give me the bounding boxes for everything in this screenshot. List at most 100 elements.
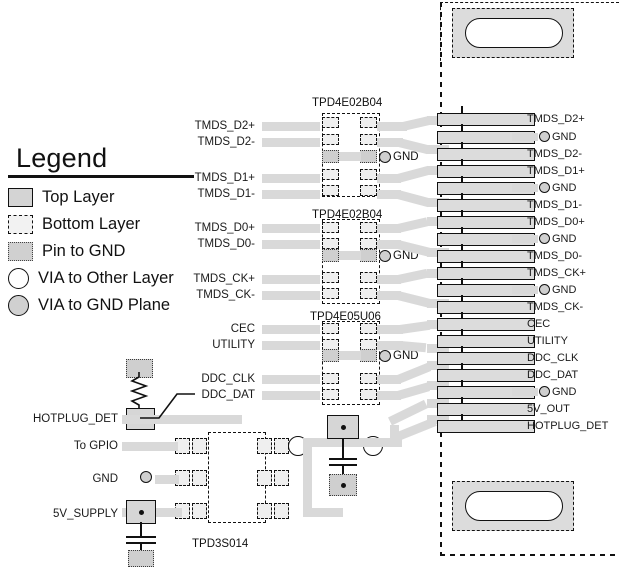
trace-out-d0p-b	[396, 217, 429, 233]
signal-label-to-gpio: To GPIO	[73, 440, 118, 452]
connector-label-13: CEC	[527, 318, 551, 330]
legend-item-via-gnd-plane: VIA to GND Plane	[8, 293, 213, 318]
connector-tick-6	[461, 193, 463, 200]
via-gnd-plane-icon	[8, 295, 29, 316]
cap-gnd-pad-left	[128, 550, 154, 567]
connector-pad-10	[437, 267, 535, 280]
trace-utility-in	[262, 341, 320, 350]
signal-label-tmds-ckp: TMDS_CK+	[193, 273, 255, 285]
tpd3s014-pad-l3b	[192, 503, 207, 519]
trace-ddc-dat-in	[262, 391, 320, 400]
trace-out-d1p-b	[396, 165, 431, 183]
trace-tmds-ckn-in	[262, 291, 320, 300]
ic3-gnd-bridge	[339, 351, 361, 360]
trace-out-d0n-a	[377, 240, 401, 249]
5v-out-pad	[327, 415, 359, 439]
cap-wire-top-left	[140, 522, 142, 536]
connector-tick-8	[461, 227, 463, 234]
legend-item-via-other-layer: VIA to Other Layer	[8, 266, 213, 291]
signal-label-cec: CEC	[230, 323, 255, 335]
ic1-pad-r2	[360, 134, 377, 145]
connector-tick-12	[461, 295, 463, 302]
trace-5v-out-riser	[390, 425, 399, 445]
signal-label-ddc-dat: DDC_DAT	[201, 389, 255, 401]
legend-title: Legend	[16, 143, 108, 173]
connector-pad-9	[437, 250, 535, 263]
ic-label-tpd3s014: TPD3S014	[192, 538, 249, 550]
trace-out-util-c	[427, 344, 449, 353]
trace-out-cec-a	[377, 325, 403, 334]
connector-pad-4	[437, 165, 535, 178]
cap-plate-upper-right	[329, 458, 357, 460]
trace-out-d1n-b	[396, 190, 431, 208]
legend-item-bottom-layer: Bottom Layer	[8, 212, 213, 237]
ic-label-tpd4e05u06: TPD4E05U06	[310, 311, 381, 323]
trace-out-ckn-b	[396, 291, 431, 308]
bottom-layer-swatch-icon	[8, 215, 33, 234]
connector-label-6: TMDS_D1-	[527, 199, 583, 211]
tpd3s014-pad-r3b	[274, 503, 289, 519]
ic2-pad-r5	[360, 288, 377, 299]
ic1-pad-l2	[322, 134, 339, 145]
connector-tick-7	[461, 210, 463, 217]
gnd-via-icon-3	[379, 350, 391, 362]
connector-label-11: GND	[552, 284, 577, 296]
connector-gnd-via-icon-5	[539, 182, 550, 193]
mount-slot-top	[465, 18, 563, 48]
ic2-pad-r2	[360, 238, 377, 249]
connector-tick-3	[461, 142, 463, 149]
connector-label-4: TMDS_D1+	[527, 165, 585, 177]
ic-label-tpd4e02b04-mid: TPD4E02B04	[312, 209, 383, 221]
connector-tick-11	[461, 278, 463, 285]
connector-pad-1	[437, 113, 535, 126]
ic1-pad-l3-gnd	[322, 150, 339, 163]
trace-tmds-d2p-in	[262, 122, 320, 131]
connector-pad-6	[437, 199, 535, 212]
trace-out-cec-b	[399, 320, 431, 334]
signal-label-utility: UTILITY	[212, 339, 255, 351]
signal-label-tmds-d2p: TMDS_D2+	[194, 120, 255, 132]
connector-label-9: TMDS_D0-	[527, 250, 583, 262]
legend-label-via-other-layer: VIA to Other Layer	[38, 269, 174, 287]
gnd-via-label-3: GND	[393, 350, 419, 362]
connector-label-12: TMDS_CK-	[527, 301, 584, 313]
ic2-pad-l2	[322, 238, 339, 249]
5v-out-drill	[341, 425, 346, 430]
ic3-pad-r1	[360, 323, 377, 334]
ic3-pad-r3-gnd	[360, 349, 377, 362]
ic3-pad-l3-gnd	[322, 349, 339, 362]
tpd3s014-pad-r2a	[257, 470, 272, 486]
tpd3s014-pad-r1b	[274, 438, 289, 454]
connector-tick-4	[461, 159, 463, 166]
trace-to-gpio	[122, 442, 178, 451]
signal-label-5v-supply: 5V_SUPPLY	[53, 508, 118, 520]
trace-tmds-ckp-in	[262, 275, 320, 284]
trace-out-d1n-a	[377, 190, 401, 199]
board-outline-bottom-edge	[440, 554, 619, 556]
connector-label-5: GND	[552, 182, 577, 194]
ic1-pad-l5	[322, 185, 339, 196]
connector-label-15: DDC_CLK	[527, 352, 579, 364]
gnd-via-icon-1	[379, 151, 391, 163]
connector-gnd-via-icon-2	[539, 131, 550, 142]
trace-out-util-a	[377, 341, 403, 350]
connector-gnd-via-icon-17	[539, 386, 550, 397]
connector-tick-2	[461, 124, 463, 132]
connector-label-17: GND	[552, 386, 577, 398]
trace-tmds-d0p-in	[262, 224, 320, 233]
connector-label-14: UTILITY	[527, 335, 568, 347]
ic2-pad-l3-gnd	[322, 249, 339, 262]
connector-label-16: DDC_DAT	[527, 369, 579, 381]
connector-tick-18	[461, 397, 463, 404]
ic1-pad-r4	[360, 169, 377, 180]
trace-hotplug-det	[122, 415, 242, 424]
resistor-symbol-icon	[130, 372, 149, 414]
connector-label-7: TMDS_D0+	[527, 216, 585, 228]
signal-label-tmds-d1p: TMDS_D1+	[194, 172, 255, 184]
ic2-pad-r3-gnd	[360, 249, 377, 262]
ic2-pad-r1	[360, 222, 377, 233]
ic-outline-tpd4e05u06	[322, 321, 380, 405]
trace-gnd-stub-2	[512, 133, 538, 141]
legend: Legend Top Layer Bottom Layer Pin to GND…	[8, 143, 213, 320]
trace-out-ckn-a	[377, 291, 401, 300]
